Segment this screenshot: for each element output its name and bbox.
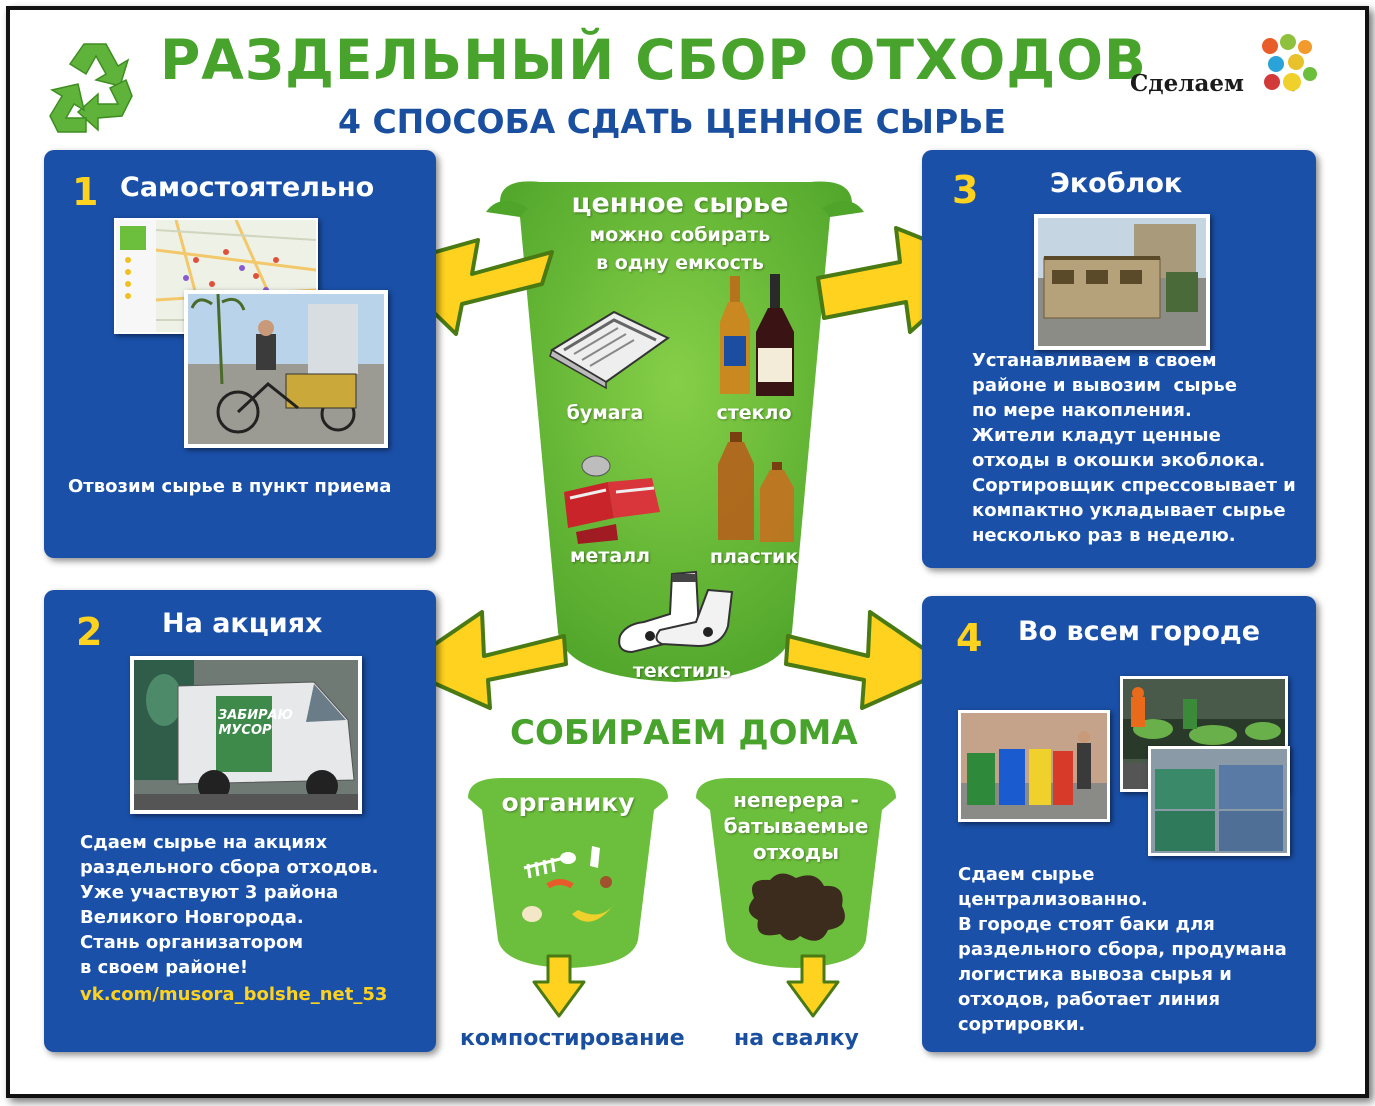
dest-label-landfill: на свалку xyxy=(734,1026,859,1051)
textile-socks-icon xyxy=(618,570,734,654)
center-heading: ценное сырье xyxy=(571,188,789,219)
arrow-to-panel-2 xyxy=(398,610,568,710)
home-heading: СОБИРАЕМ ДОМА xyxy=(510,713,858,753)
bin-label-waste-2: батываемые xyxy=(723,814,869,838)
newspaper-icon xyxy=(549,310,670,390)
panel-actions: 2 На акциях ЗАБИРАЮ МУСОР Сдаем сырье на… xyxy=(44,590,436,1052)
smiley-faces-icon xyxy=(1262,34,1317,91)
waste-bin-shape xyxy=(696,778,896,968)
metal-cans-icon xyxy=(564,455,660,544)
sorting-bins-photo xyxy=(958,710,1110,822)
panel-number: 2 xyxy=(76,610,103,654)
panel-number: 4 xyxy=(956,616,983,660)
panel-title: Экоблок xyxy=(1050,168,1183,199)
item-label-plastic: пластик xyxy=(709,546,799,568)
pressed-bales-photo xyxy=(1148,746,1290,856)
panel-number: 1 xyxy=(72,170,99,214)
bin-label-waste-1: неперера - xyxy=(733,788,859,812)
bin-label-waste-3: отходы xyxy=(752,840,840,864)
panel-city-wide: 4 Во всем городе Сдаем сырье централизов… xyxy=(922,596,1316,1052)
panel-text: Отвозим сырье в пункт приема xyxy=(68,476,392,497)
panel-text: Сдаем сырье на акциях раздельного сбора … xyxy=(80,832,379,978)
arrow-to-panel-4 xyxy=(784,610,954,710)
item-label-textile: текстиль xyxy=(632,660,732,682)
page-title: РАЗДЕЛЬНЫЙ СБОР ОТХОДОВ xyxy=(160,28,1147,92)
brand-name: Сделаем xyxy=(1130,70,1245,97)
waste-blob-icon xyxy=(748,873,845,941)
organic-waste-icon xyxy=(522,846,616,922)
panel-text: Сдаем сырье централизованно. В городе ст… xyxy=(958,864,1287,1035)
arrow-to-landfill xyxy=(786,954,840,1018)
central-container-shape xyxy=(486,181,864,682)
dest-label-composting: компостирование xyxy=(460,1026,685,1051)
recycle-icon xyxy=(49,43,133,133)
vk-link[interactable]: vk.com/musora_bolshe_net_53 xyxy=(80,984,388,1005)
page-subtitle: 4 СПОСОБА СДАТЬ ЦЕННОЕ СЫРЬЕ xyxy=(338,102,1006,141)
item-label-glass: стекло xyxy=(716,402,792,424)
center-subheading-2: в одну емкость xyxy=(596,252,764,274)
panel-title: Во всем городе xyxy=(1018,616,1261,647)
panel-title: Самостоятельно xyxy=(120,172,375,203)
center-subheading-1: можно собирать xyxy=(589,224,771,246)
organic-bin-shape xyxy=(468,778,668,968)
panel-title: На акциях xyxy=(162,608,323,639)
plastic-bottles-icon xyxy=(718,432,794,542)
panel-self-delivery: 1 Самостоятельно Отвозим сырье в пункт xyxy=(44,150,436,558)
item-label-metal: металл xyxy=(569,545,651,567)
van-sign: ЗАБИРАЮ МУСОР xyxy=(218,708,293,738)
glass-bottles-icon xyxy=(720,274,794,396)
ecoblock-photo xyxy=(1034,214,1210,350)
item-label-paper: бумага xyxy=(566,402,644,424)
van-photo: ЗАБИРАЮ МУСОР xyxy=(130,656,362,814)
panel-text: Устанавливаем в своем районе и вывозим с… xyxy=(972,350,1296,546)
panel-number: 3 xyxy=(952,168,979,212)
arrow-to-composting xyxy=(532,954,586,1018)
brand-logo: Сделаем! xyxy=(1130,70,1298,97)
tricycle-photo xyxy=(184,290,388,448)
bin-label-organic: органику xyxy=(501,788,635,817)
panel-ecoblock: 3 Экоблок Устанавливаем в своем районе и… xyxy=(922,150,1316,568)
